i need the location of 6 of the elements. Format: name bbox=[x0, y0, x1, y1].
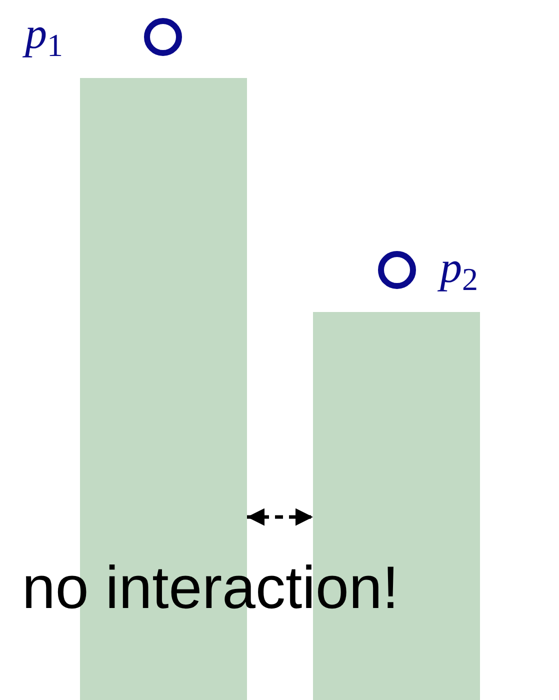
circle-marker bbox=[144, 18, 182, 56]
circle-marker bbox=[378, 251, 416, 289]
caption-text: no interaction! bbox=[22, 558, 399, 618]
point-label: p$_{2}$ bbox=[440, 246, 478, 295]
point-label: p$_{1}$ bbox=[25, 12, 63, 61]
arrow bbox=[247, 508, 313, 526]
